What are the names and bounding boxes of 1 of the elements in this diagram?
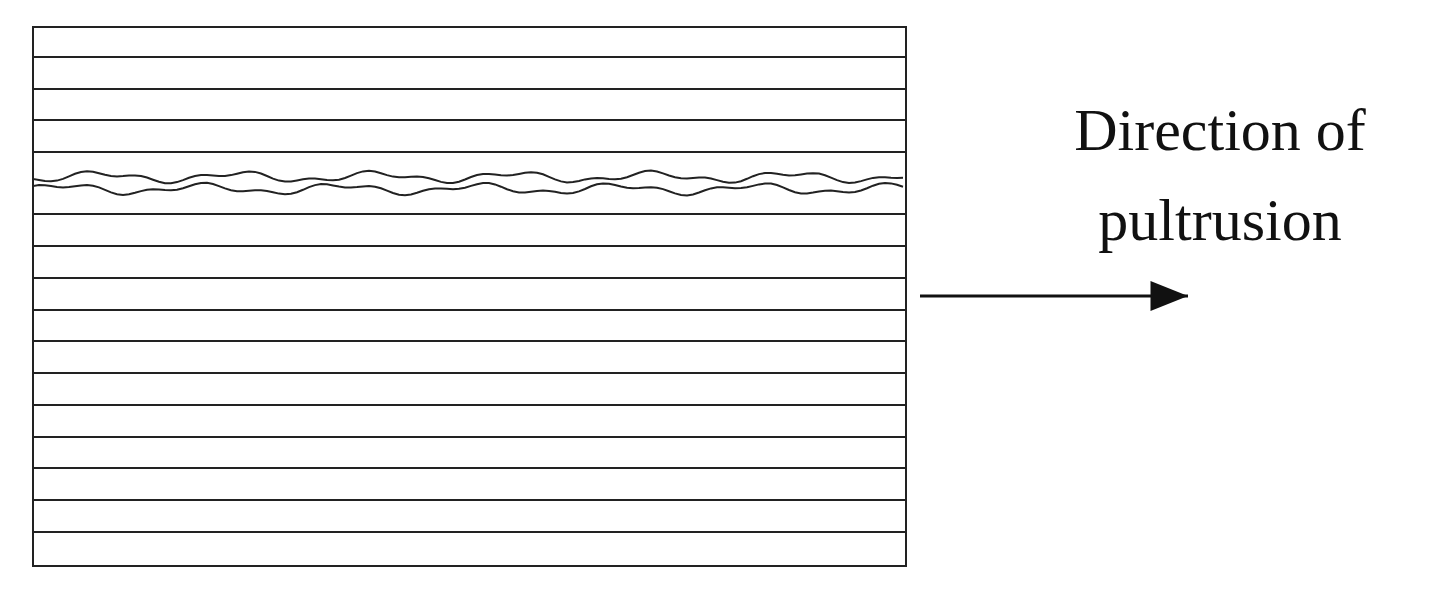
direction-label: Direction of pultrusion [1073, 96, 1367, 255]
